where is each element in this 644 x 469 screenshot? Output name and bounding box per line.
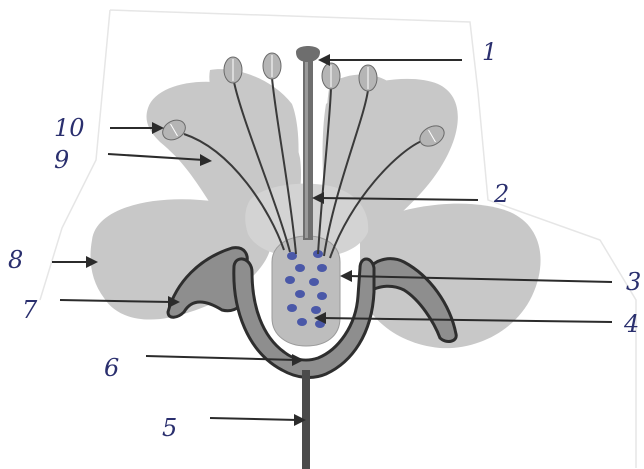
ovule	[309, 278, 319, 286]
style-highlight	[305, 62, 308, 238]
stigma	[296, 46, 320, 62]
pointer-3-head	[340, 270, 352, 282]
label-3: 3	[626, 268, 641, 296]
ovule	[297, 318, 307, 326]
label-8: 8	[8, 246, 23, 274]
label-9: 9	[54, 146, 69, 174]
ovary-wall	[272, 236, 340, 346]
label-7: 7	[22, 296, 38, 324]
ovule	[295, 264, 305, 272]
ovule	[317, 292, 327, 300]
label-5: 5	[162, 414, 177, 442]
label-1: 1	[482, 38, 497, 66]
label-10: 10	[54, 114, 85, 142]
ovule	[285, 276, 295, 284]
ovary	[272, 236, 340, 346]
pointer-1-head	[318, 54, 330, 66]
ovule	[287, 304, 297, 312]
ovule	[295, 290, 305, 298]
label-4: 4	[623, 310, 639, 338]
label-6: 6	[104, 354, 119, 382]
pointer-5	[210, 418, 298, 420]
ovule	[317, 264, 327, 272]
ovule	[311, 306, 321, 314]
label-2: 2	[493, 180, 509, 208]
